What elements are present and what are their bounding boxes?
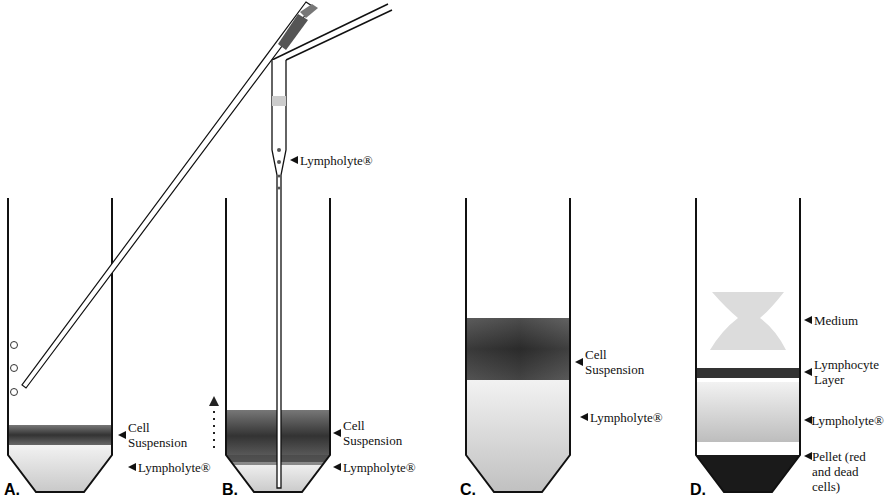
tube-contents <box>690 292 810 500</box>
motion-arrow <box>209 396 219 448</box>
tube-contents <box>460 318 580 500</box>
part-label: Lymphocyte Layer <box>814 357 884 387</box>
part-label: Lympholyte® <box>300 153 373 168</box>
part-label: Lympholyte® <box>138 460 211 475</box>
pipette <box>272 4 392 488</box>
part-label: Lympholyte® <box>343 460 416 475</box>
part-label: Cell Suspension <box>585 347 659 377</box>
part-label: Medium <box>814 313 858 328</box>
panel-letter: A. <box>4 481 20 499</box>
panel-letter: D. <box>690 481 706 499</box>
part-label: Pellet (red and dead cells) <box>812 449 884 494</box>
pointer-triangle <box>118 156 812 471</box>
tube-contents <box>0 425 120 502</box>
tube-outline <box>8 198 800 492</box>
part-label: Cell Suspension <box>343 418 417 448</box>
part-label: Lympholyte® <box>811 413 884 428</box>
part-label: Lympholyte® <box>590 410 663 425</box>
part-label: Cell Suspension <box>128 420 202 450</box>
panel-letter: B. <box>222 481 238 499</box>
panel-letter: C. <box>460 481 476 499</box>
